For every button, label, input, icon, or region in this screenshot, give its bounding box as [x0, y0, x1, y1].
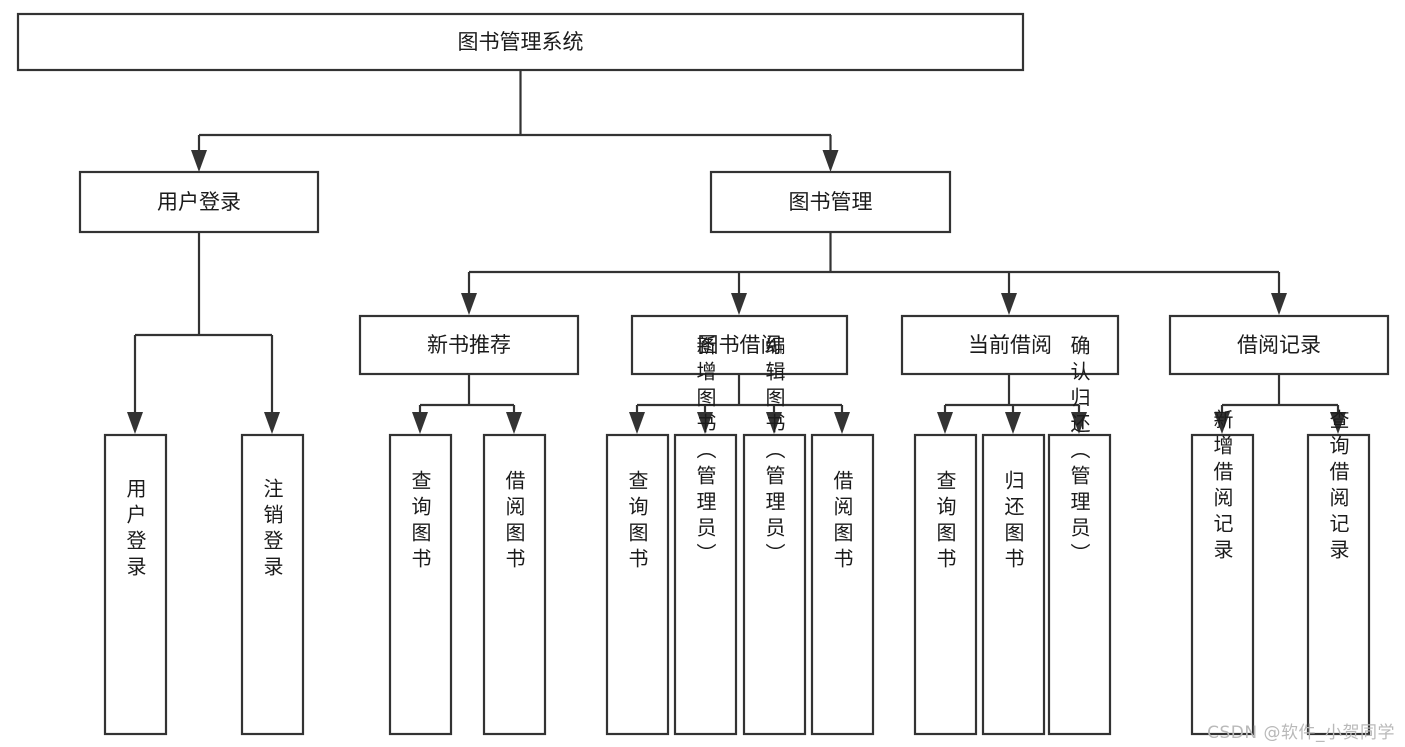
- node-borrow-record[interactable]: 借阅记录: [1168, 314, 1390, 376]
- connector-layer: [127, 70, 1346, 434]
- leaf-add-book-admin-box[interactable]: [673, 433, 738, 736]
- node-user-login-box[interactable]: [78, 170, 320, 234]
- node-borrow-record-label: 借阅记录: [1237, 333, 1321, 357]
- leaf-borrow-book-a-label: 借阅图书: [502, 470, 526, 574]
- arrow-head-leaf-return-book: [1005, 412, 1021, 434]
- leaf-query-book-c[interactable]: 查询图书: [913, 433, 978, 736]
- leaf-add-book-admin[interactable]: 新增图书（管理员）: [673, 335, 738, 736]
- leaf-query-book-b-box[interactable]: [605, 433, 670, 736]
- node-book-borrow[interactable]: 图书借阅: [630, 314, 849, 376]
- node-current-borrow[interactable]: 当前借阅: [900, 314, 1120, 376]
- arrow-head-leaf-query-book-a: [412, 412, 428, 434]
- leaf-query-book-a[interactable]: 查询图书: [388, 433, 453, 736]
- leaf-return-book[interactable]: 归还图书: [981, 433, 1046, 736]
- arrow-head-leaf-query-book-c: [937, 412, 953, 434]
- leaf-add-borrow-record[interactable]: 新增借阅记录: [1190, 409, 1255, 736]
- node-book-management[interactable]: 图书管理: [709, 170, 952, 234]
- arrow-head-leaf-query-book-b: [629, 412, 645, 434]
- leaf-query-book-a-label: 查询图书: [408, 470, 432, 574]
- leaf-borrow-book-b[interactable]: 借阅图书: [810, 433, 875, 736]
- arrow-head-leaf-edit-book: [766, 412, 782, 434]
- arrow-head-new-book-rec: [461, 293, 477, 315]
- node-book-management-box[interactable]: [709, 170, 952, 234]
- node-root-label: 图书管理系统: [458, 30, 584, 54]
- leaf-borrow-book-a-box[interactable]: [482, 433, 547, 736]
- leaf-edit-book-admin-label: 编辑图书（管理员）: [762, 335, 786, 569]
- node-new-book-recommend-label: 新书推荐: [427, 333, 511, 357]
- leaf-user-login-box[interactable]: [103, 433, 168, 736]
- arrow-head-leaf-borrow-book-a: [506, 412, 522, 434]
- leaf-query-book-c-box[interactable]: [913, 433, 978, 736]
- arrow-head-leaf-add-book: [697, 412, 713, 434]
- leaf-add-borrow-record-box[interactable]: [1190, 433, 1255, 736]
- leaf-logout[interactable]: 注销登录: [240, 433, 305, 736]
- arrow-head-leaf-confirm-return: [1071, 412, 1087, 434]
- leaf-confirm-return-admin-label: 确认归还（管理员）: [1067, 335, 1091, 569]
- arrow-head-user-login: [191, 150, 207, 172]
- leaf-borrow-book-a[interactable]: 借阅图书: [482, 433, 547, 736]
- arrow-head-leaf-borrow-book-b: [834, 412, 850, 434]
- leaf-confirm-return-admin-box[interactable]: [1047, 433, 1112, 736]
- node-new-book-recommend[interactable]: 新书推荐: [358, 314, 580, 376]
- leaf-borrow-book-b-label: 借阅图书: [830, 470, 854, 574]
- leaf-edit-book-admin[interactable]: 编辑图书（管理员）: [742, 335, 807, 736]
- node-new-book-recommend-box[interactable]: [358, 314, 580, 376]
- leaf-return-book-label: 归还图书: [1001, 470, 1025, 574]
- leaf-add-borrow-record-label: 新增借阅记录: [1210, 409, 1234, 565]
- arrow-head-borrow-record: [1271, 293, 1287, 315]
- leaf-query-book-c-label: 查询图书: [933, 470, 957, 574]
- leaf-query-book-a-box[interactable]: [388, 433, 453, 736]
- leaf-return-book-box[interactable]: [981, 433, 1046, 736]
- leaf-query-borrow-record-label: 查询借阅记录: [1326, 409, 1350, 565]
- node-book-borrow-label: 图书借阅: [698, 333, 782, 357]
- csdn-watermark: CSDN @软件_小贺同学: [1207, 723, 1395, 743]
- arrow-head-leaf-add-borrow-record: [1214, 412, 1230, 434]
- leaf-add-book-admin-label: 新增图书（管理员）: [693, 335, 717, 569]
- arrow-head-current-borrow: [1001, 293, 1017, 315]
- node-current-borrow-label: 当前借阅: [968, 333, 1052, 357]
- leaf-edit-book-admin-box[interactable]: [742, 433, 807, 736]
- node-book-management-label: 图书管理: [789, 190, 873, 214]
- arrow-head-leaf-user-login: [127, 412, 143, 434]
- leaf-confirm-return-admin[interactable]: 确认归还（管理员）: [1047, 335, 1112, 736]
- node-borrow-record-box[interactable]: [1168, 314, 1390, 376]
- leaf-logout-box[interactable]: [240, 433, 305, 736]
- arrow-head-leaf-query-borrow-record: [1330, 412, 1346, 434]
- arrow-head-leaf-logout: [264, 412, 280, 434]
- node-root-box[interactable]: [16, 12, 1025, 72]
- leaf-query-book-b-label: 查询图书: [625, 470, 649, 574]
- arrow-head-book-mgmt: [822, 150, 839, 172]
- node-root[interactable]: 图书管理系统: [16, 12, 1025, 72]
- leaf-query-book-b[interactable]: 查询图书: [605, 433, 670, 736]
- node-book-borrow-box[interactable]: [630, 314, 849, 376]
- leaf-user-login[interactable]: 用户登录: [103, 433, 168, 736]
- leaf-borrow-book-b-box[interactable]: [810, 433, 875, 736]
- leaf-logout-label: 注销登录: [260, 478, 284, 582]
- leaf-user-login-label: 用户登录: [123, 478, 147, 582]
- arrow-head-book-borrow: [731, 293, 747, 315]
- node-user-login[interactable]: 用户登录: [78, 170, 320, 234]
- node-user-login-label: 用户登录: [157, 190, 241, 214]
- node-current-borrow-box[interactable]: [900, 314, 1120, 376]
- leaf-query-borrow-record[interactable]: 查询借阅记录: [1306, 409, 1371, 736]
- leaf-query-borrow-record-box[interactable]: [1306, 433, 1371, 736]
